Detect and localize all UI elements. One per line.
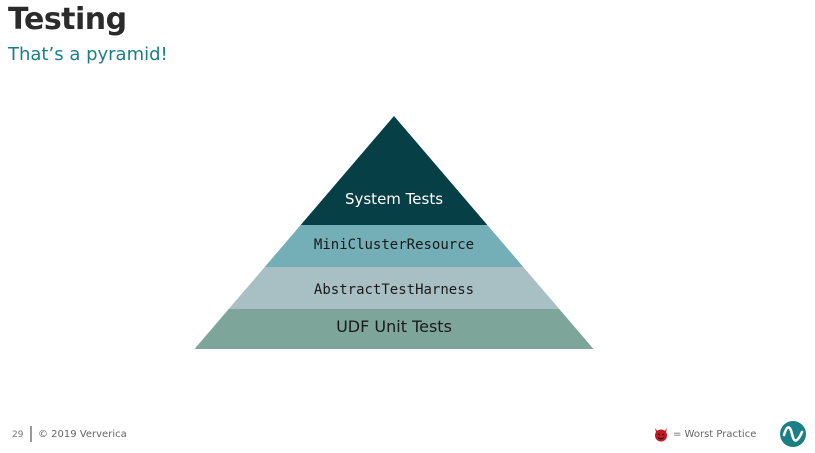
slide-title: Testing: [8, 2, 127, 37]
pyramid-label-unit-tests: UDF Unit Tests: [336, 317, 452, 336]
pyramid-label-minicluster: MiniClusterResource: [314, 237, 474, 253]
copyright-text: © 2019 Ververica: [38, 429, 127, 440]
pyramid-label-harness: AbstractTestHarness: [314, 282, 474, 298]
footer-divider: [30, 426, 32, 442]
pyramid-layer-unit-tests: [194, 309, 594, 349]
pyramid-label-system-tests: System Tests: [345, 190, 443, 208]
worst-practice-legend: = Worst Practice: [653, 426, 756, 442]
pyramid-layer-minicluster: [264, 225, 524, 267]
pyramid-layer-harness: [228, 267, 560, 309]
pyramid-layer-system-tests: [300, 116, 488, 225]
ververica-logo-icon: [780, 421, 806, 447]
page-number: 29: [12, 430, 24, 440]
legend-label: = Worst Practice: [673, 428, 757, 440]
devil-icon: [655, 428, 667, 442]
slide-subtitle: That’s a pyramid!: [8, 44, 168, 65]
